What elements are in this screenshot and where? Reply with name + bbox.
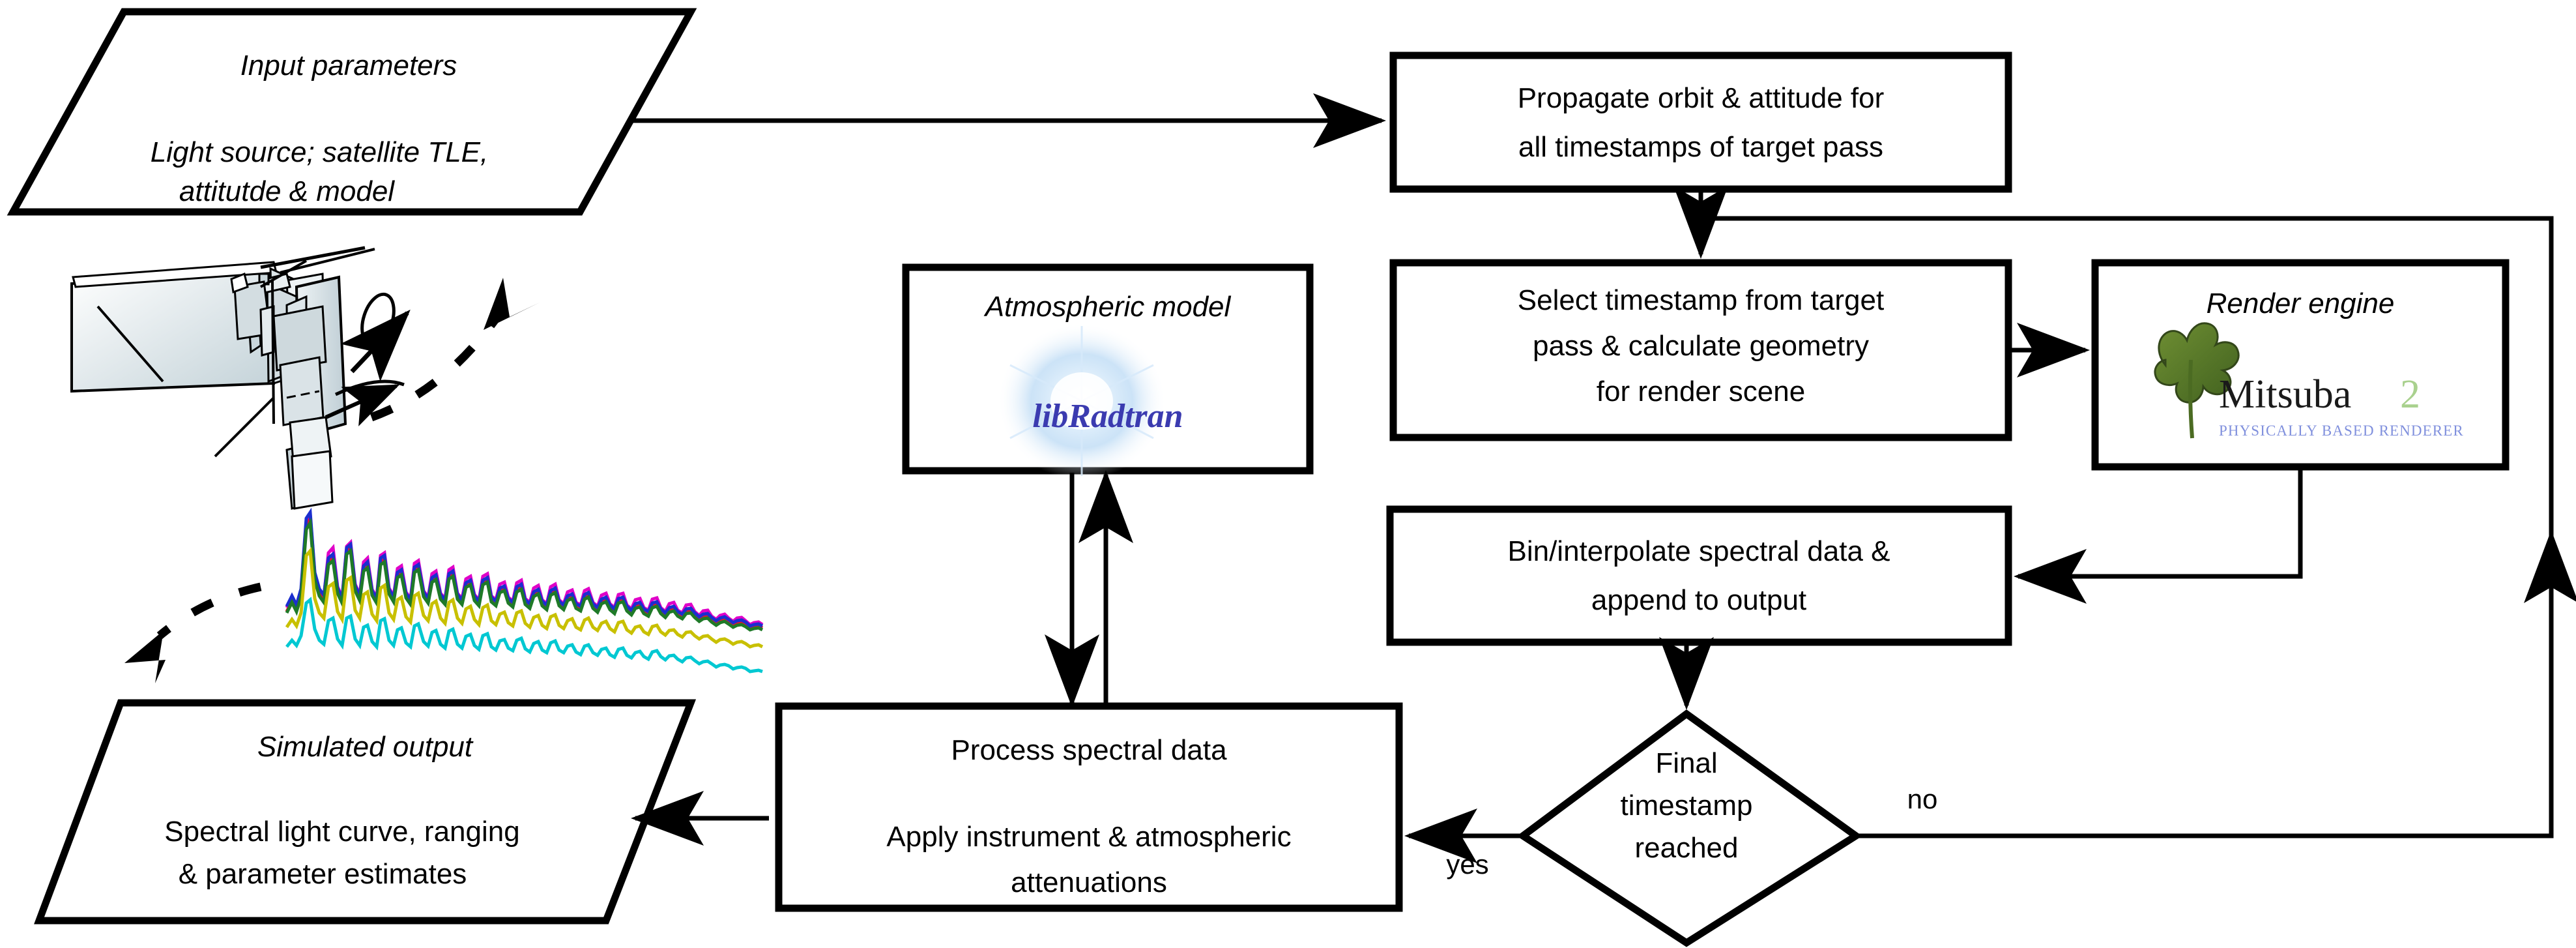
decision-line3: reached (1634, 832, 1738, 864)
propagate-line1: Propagate orbit & attitude for (1518, 82, 1885, 114)
simulated-output-line2: & parameter estimates (179, 858, 467, 890)
light-curve-plot (124, 507, 764, 683)
node-bin-interpolate[interactable]: Bin/interpolate spectral data & append t… (1386, 505, 2012, 646)
node-final-timestamp-decision[interactable]: Final timestamp reached (1516, 709, 1862, 947)
node-simulated-output[interactable]: Simulated output Spectral light curve, r… (34, 699, 697, 925)
mitsuba-logo-tagline: Physically Based Renderer (2219, 422, 2464, 439)
node-render-engine[interactable]: Render engine Mitsuba 2 Physically Based… (2091, 259, 2510, 471)
libradtran-logo-name: libRadtran (1032, 398, 1183, 435)
mitsuba-logo-version: 2 (2400, 372, 2420, 417)
atmospheric-model-heading: Atmospheric model (983, 291, 1232, 323)
edge-label-no: no (1907, 784, 1938, 814)
select-timestamp-line2: pass & calculate geometry (1533, 330, 1869, 362)
decision-line1: Final (1655, 747, 1717, 779)
mitsuba-leaf-icon (2154, 322, 2240, 439)
edge-label-yes: yes (1446, 849, 1488, 880)
edge-decision-no (1701, 216, 2554, 838)
simulated-output-line1: Spectral light curve, ranging (164, 816, 519, 848)
node-input-parameters[interactable]: Input parameters Light source; satellite… (7, 8, 697, 216)
select-timestamp-line1: Select timestamp from target (1518, 284, 1884, 316)
input-parameters-line1: Light source; satellite TLE, (151, 136, 488, 168)
process-spectral-line2: Apply instrument & atmospheric (886, 821, 1291, 853)
select-timestamp-line3: for render scene (1597, 376, 1805, 407)
satellite-to-input-dashed-arrow (369, 317, 499, 422)
process-spectral-line3: attenuations (1011, 867, 1167, 898)
bin-interpolate-line2: append to output (1591, 584, 1806, 616)
edge-render-to-bin (2014, 467, 2303, 604)
propagate-line2: all timestamps of target pass (1518, 131, 1883, 163)
node-propagate-orbit[interactable]: Propagate orbit & attitude for all times… (1389, 52, 2012, 193)
node-atmospheric-model[interactable]: Atmospheric model libRadtran (902, 263, 1314, 479)
bin-interpolate-line1: Bin/interpolate spectral data & (1507, 535, 1890, 567)
lightcurve-to-output-dashed-arrow (156, 582, 262, 639)
mitsuba-logo-name: Mitsuba (2219, 372, 2351, 417)
process-spectral-line1: Process spectral data (951, 734, 1227, 766)
input-parameters-line2: attitutde & model (179, 175, 395, 207)
simulated-output-heading: Simulated output (257, 731, 474, 763)
node-select-timestamp[interactable]: Select timestamp from target pass & calc… (1389, 259, 2012, 441)
libradtran-glow-icon (997, 323, 1166, 479)
decision-line2: timestamp (1621, 790, 1753, 822)
node-process-spectral[interactable]: Process spectral data Apply instrument &… (775, 702, 1403, 912)
render-engine-heading: Render engine (2207, 288, 2395, 319)
input-parameters-heading: Input parameters (240, 50, 457, 81)
satellite-illustration (70, 246, 540, 510)
